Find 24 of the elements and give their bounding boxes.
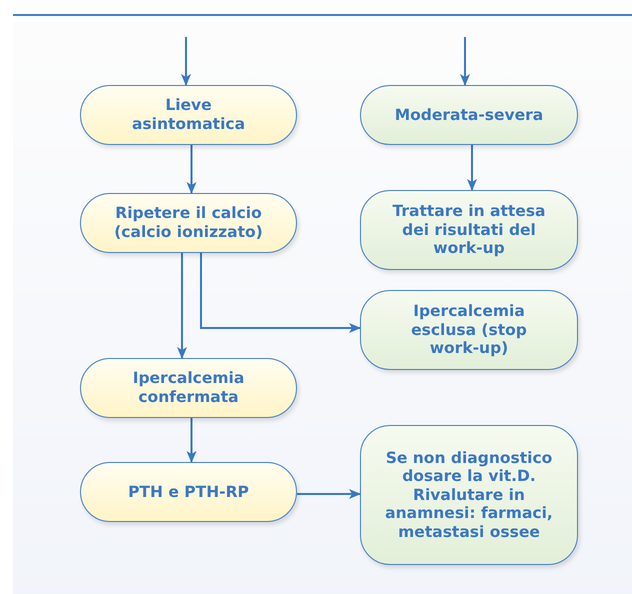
arrow (186, 145, 196, 194)
box-label: Ipercalcemia confermata (132, 369, 246, 407)
rounded-box (80, 462, 297, 522)
arrow (297, 489, 361, 499)
arrow (200, 253, 361, 333)
rounded-box (80, 193, 297, 253)
rounded-box (360, 190, 578, 270)
box-label: Ipercalcemia esclusa (stop work-up) (410, 302, 528, 358)
box-label: Moderata-severa (394, 106, 544, 124)
rounded-box (360, 290, 578, 370)
box-label: Trattare in attesa dei risultati del work-up (391, 202, 547, 258)
arrow (181, 37, 191, 86)
arrow (460, 37, 470, 86)
box-label: PTH e PTH-RP (128, 482, 249, 502)
box-label: Se non diagnostico dosare la vit.D. Rivalutare in anamnesi: farmaci, metastasi ossee (384, 448, 554, 542)
box-label: Lieve asintomatica (130, 96, 246, 134)
arrow (467, 145, 477, 191)
arrow (177, 253, 187, 359)
rounded-box (80, 358, 297, 418)
rounded-box (360, 85, 578, 145)
box-label: Ripetere il calcio (calcio ionizzato) (113, 204, 264, 242)
arrow (186, 418, 196, 463)
rounded-box (80, 85, 297, 145)
rounded-box (360, 425, 578, 565)
